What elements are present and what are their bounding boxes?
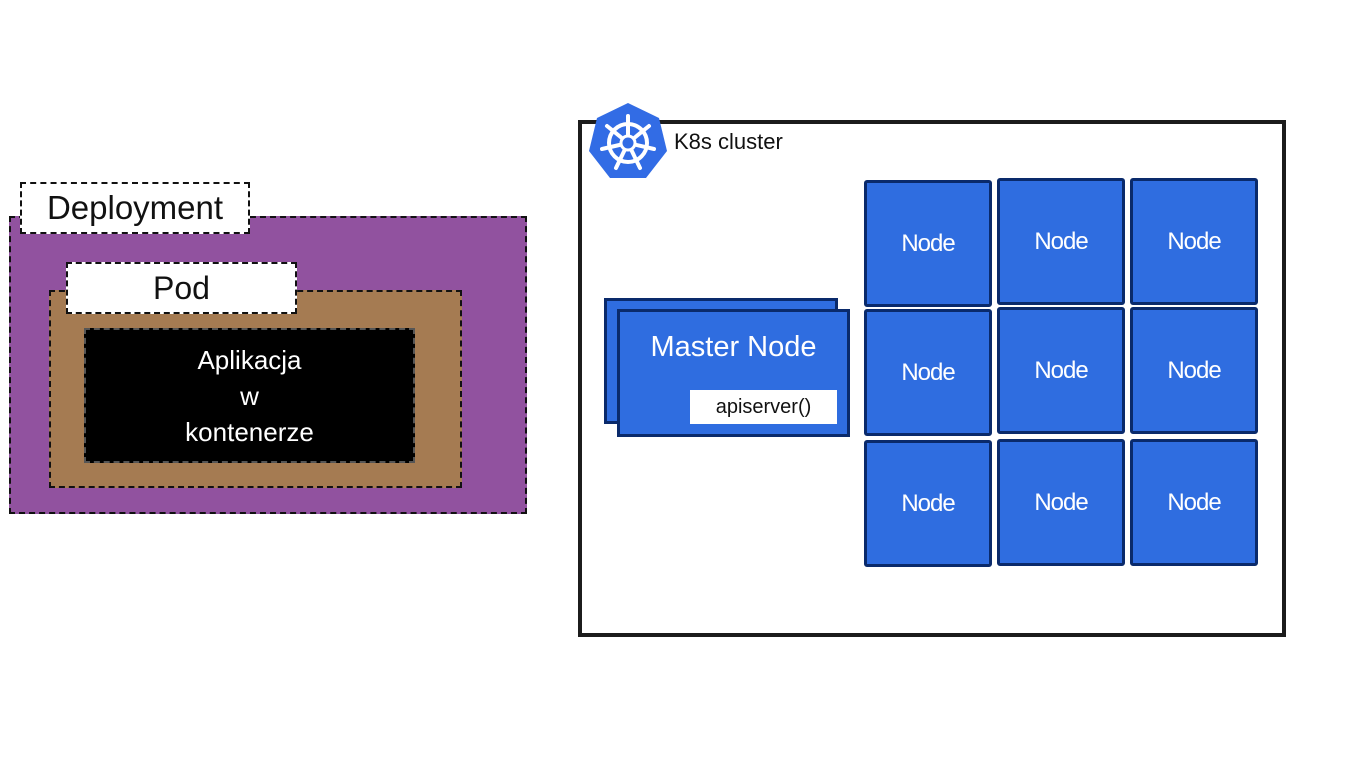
apiserver-label: apiserver() [690,390,837,424]
worker-node: Node [864,180,992,307]
worker-node: Node [997,307,1125,434]
worker-node: Node [1130,178,1258,305]
container-app-line-2: w [240,380,259,411]
container-app-box: Aplikacja w kontenerze [84,328,415,463]
worker-node: Node [997,178,1125,305]
worker-node: Node [1130,307,1258,434]
kubernetes-logo-icon [589,103,667,178]
master-node-title: Master Node [650,331,817,363]
deployment-label: Deployment [20,182,250,234]
worker-node: Node [864,440,992,567]
cluster-title: K8s cluster [674,129,783,154]
worker-node: Node [1130,439,1258,566]
container-app-line-1: Aplikacja [197,344,302,375]
pod-label: Pod [66,262,297,314]
worker-node: Node [997,439,1125,566]
container-app-line-3: kontenerze [185,416,314,447]
worker-node: Node [864,309,992,436]
